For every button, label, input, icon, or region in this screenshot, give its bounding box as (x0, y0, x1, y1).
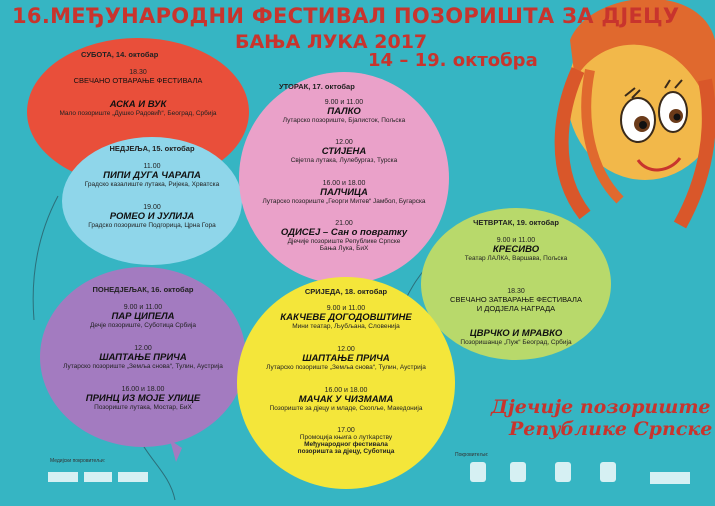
event-block: ЦВРЧКО И МРАВКО Позоришанце „Пуж“ Београ… (421, 328, 611, 346)
event-time: 16.00 и 18.00 (121, 386, 165, 393)
event-time: 18.30 (507, 288, 525, 295)
event-time: 18.30 (129, 69, 147, 76)
event-venue: Лутарско позориште, Бјалисток, Пољска (282, 117, 406, 124)
girl-illustration (554, 0, 715, 229)
event-venue: Позориште лутака, Мостар, БиХ (94, 404, 192, 411)
event-time: 16.00 и 18.00 (322, 180, 366, 187)
event-title: И ДОДЈЕЛА НАГРАДА (476, 304, 556, 313)
media-logo (118, 472, 148, 482)
theatre-name-line1: Дјечије позориште (491, 396, 711, 418)
event-title: КАКЧЕВЕ ДОГОДОВШТИНЕ (280, 312, 412, 323)
event-venue: Лутарско позориште „Земља снова“, Тулин,… (266, 364, 426, 371)
sponsor-logo (650, 472, 690, 484)
sponsor-logo (555, 462, 571, 482)
event-title: ШАПТАЊЕ ПРИЧА (99, 352, 187, 363)
event-block: 12.00 ШАПТАЊЕ ПРИЧА Лутарско позориште „… (237, 346, 455, 371)
event-block: 16.00 и 18.00 ПАЛЧИЦА Лутарско позориште… (239, 180, 449, 205)
balloon-sunday: НЕДЈЕЉА, 15. октобар 11.00 ПИПИ ДУГА ЧАР… (62, 137, 242, 265)
day-heading: СРИЈЕДА, 18. октобар (304, 287, 388, 296)
day-heading: ЧЕТВРТАК, 19. октобар (473, 218, 559, 227)
balloon-thursday: ЧЕТВРТАК, 19. октобар 9.00 и 11.00 КРЕСИ… (421, 208, 611, 360)
event-title: ПИПИ ДУГА ЧАРАПА (103, 170, 201, 181)
balloon-tuesday: УТОРАК, 17. октобар 9.00 и 11.00 ПАЛКО Л… (239, 72, 449, 284)
festival-title: 16.МЕЂУНАРОДНИ ФЕСТИВАЛ ПОЗОРИШТА ЗА ДЈЕ… (12, 4, 680, 28)
event-block: 9.00 и 11.00 КРЕСИВО Театар ЛАЛКА, Варша… (421, 237, 611, 262)
event-venue: Градско казалиште лутака, Ријека, Хрватс… (84, 181, 220, 188)
event-block: 12.00 СТИЈЕНА Свјетла лутака, Лулебургаз… (239, 139, 449, 164)
event-venue: Лутарско позориште „Земља снова“, Тулин,… (63, 363, 223, 370)
event-time: 17.00 (337, 427, 355, 434)
event-block: 18.30 СВЕЧАНО ЗАТВАРАЊЕ ФЕСТИВАЛА И ДОДЈ… (421, 288, 611, 313)
media-sponsors-label: Медијски покровитељи: (50, 458, 105, 464)
event-title: МАЧАК У ЧИЗМАМА (298, 394, 394, 405)
event-block: 9.00 и 11.00 ПАЛКО Лутарско позориште, Б… (239, 99, 449, 124)
media-logo (84, 472, 112, 482)
event-title: ОДИСЕЈ – Сан о повратку (280, 227, 408, 238)
event-venue: Позориште за дјецу и младе, Скопље, Маке… (269, 405, 423, 412)
theatre-name-line2: Републике Српске (509, 418, 713, 440)
event-venue: Лутарско позориште „Георги Митев“ Јамбол… (262, 198, 426, 205)
event-block: 9.00 и 11.00 КАКЧЕВЕ ДОГОДОВШТИНЕ Мини т… (237, 305, 455, 330)
event-time: 19.00 (143, 204, 161, 211)
event-block: 9.00 и 11.00 ПАР ЦИПЕЛА Дечје позориште,… (40, 304, 246, 329)
sponsor-logo (600, 462, 616, 482)
event-time: 21.00 (335, 220, 353, 227)
event-block: 18.30 СВЕЧАНО ОТВАРАЊЕ ФЕСТИВАЛА (27, 69, 249, 85)
event-time: 9.00 и 11.00 (326, 305, 366, 312)
day-heading: НЕДЈЕЉА, 15. октобар (109, 144, 195, 153)
event-venue: Градско позориште Подгорица, Црна Гора (88, 222, 216, 229)
event-time: 16.00 и 18.00 (324, 387, 368, 394)
event-time: 11.00 (143, 163, 161, 170)
event-venue: Свјетла лутака, Лулебургаз, Турска (290, 157, 398, 164)
event-time: 12.00 (335, 139, 353, 146)
event-title: СВЕЧАНО ЗАТВАРАЊЕ ФЕСТИВАЛА (450, 295, 582, 304)
event-title: АСКА И ВУК (109, 99, 167, 110)
festival-dates: 14 – 19. октобра (368, 50, 538, 71)
event-title: ШАПТАЊЕ ПРИЧА (302, 353, 390, 364)
event-time: 9.00 и 11.00 (496, 237, 536, 244)
event-time: 9.00 и 11.00 (123, 304, 163, 311)
event-note: Међународног фестивала (304, 441, 388, 448)
event-title: ЦВРЧКО И МРАВКО (469, 328, 563, 339)
day-heading: УТОРАК, 17. октобар (279, 82, 355, 91)
event-time: 9.00 и 11.00 (324, 99, 364, 106)
balloon-monday: ПОНЕДЈЕЉАК, 16. октобар 9.00 и 11.00 ПАР… (40, 267, 246, 447)
event-title: ПРИНЦ ИЗ МОЈЕ УЛИЦЕ (85, 393, 201, 404)
event-venue: Театар ЛАЛКА, Варшава, Пољска (464, 255, 568, 262)
event-title: ПАЛЧИЦА (320, 187, 368, 198)
festival-city-year: БАЊА ЛУКА 2017 (235, 31, 428, 53)
event-title: СВЕЧАНО ОТВАРАЊЕ ФЕСТИВАЛА (73, 76, 203, 85)
event-venue: Мало позориште „Душко Радовић“, Београд,… (59, 110, 217, 117)
event-block: 21.00 ОДИСЕЈ – Сан о повратку Дјечије по… (239, 220, 449, 252)
event-block: 12.00 ШАПТАЊЕ ПРИЧА Лутарско позориште „… (40, 345, 246, 370)
event-block: 16.00 и 18.00 ПРИНЦ ИЗ МОЈЕ УЛИЦЕ Позори… (40, 386, 246, 411)
event-block: АСКА И ВУК Мало позориште „Душко Радовић… (27, 99, 249, 117)
event-time: 12.00 (134, 345, 152, 352)
event-title: РОМЕО И ЈУЛИЈА (109, 211, 195, 222)
media-logo (48, 472, 78, 482)
event-block: 19.00 РОМЕО И ЈУЛИЈА Градско позориште П… (62, 204, 242, 229)
event-title: ПАЛКО (327, 106, 361, 117)
sponsors-label: Покровитељи: (455, 452, 489, 458)
event-venue: Дјечије позориште Републике Српске (287, 238, 401, 245)
day-heading: ПОНЕДЈЕЉАК, 16. октобар (92, 285, 194, 294)
event-title: СТИЈЕНА (321, 146, 367, 157)
event-block: 11.00 ПИПИ ДУГА ЧАРАПА Градско казалиште… (62, 163, 242, 188)
event-note: позоришта за дјецу, Суботица (297, 448, 395, 455)
event-block: 16.00 и 18.00 МАЧАК У ЧИЗМАМА Позориште … (237, 387, 455, 412)
event-venue: Мини театар, Љубљана, Словенија (292, 323, 400, 330)
event-title: ПАР ЦИПЕЛА (111, 311, 175, 322)
event-venue: Бања Лука, БиХ (319, 245, 369, 252)
sponsor-logo (470, 462, 486, 482)
event-block: 17.00 Промоција књига о лутkарству Међун… (237, 427, 455, 455)
event-note: Промоција књига о лутkарству (299, 434, 393, 441)
event-venue: Дечје позориште, Суботица Србија (90, 322, 196, 329)
balloon-wednesday: СРИЈЕДА, 18. октобар 9.00 и 11.00 КАКЧЕВ… (237, 277, 455, 489)
sponsor-logo (510, 462, 526, 482)
day-heading: СУБОТА, 14. октобар (81, 50, 159, 59)
event-venue: Позоришанце „Пуж“ Београд, Србија (460, 339, 572, 346)
event-time: 12.00 (337, 346, 355, 353)
event-title: КРЕСИВО (492, 244, 540, 255)
